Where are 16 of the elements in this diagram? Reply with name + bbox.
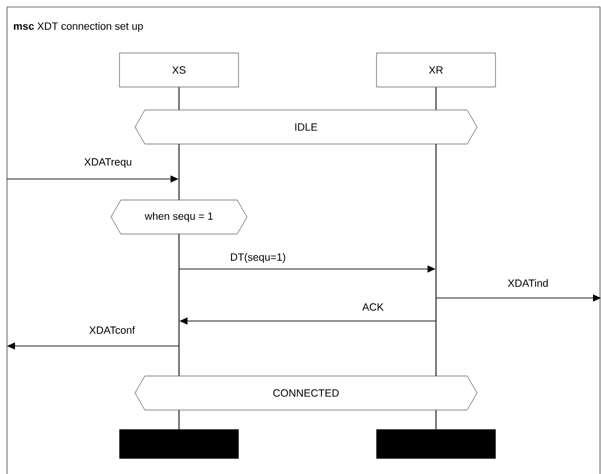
message-label: ACK: [362, 303, 384, 311]
instance-end-bar: [376, 429, 496, 459]
message-label: XDATconf: [89, 326, 135, 334]
instance-box: XS: [119, 52, 239, 88]
lifeline: [178, 410, 180, 430]
condition-hexagon: when sequ = 1: [110, 200, 248, 234]
message-label: XDATrequ: [84, 158, 132, 168]
diagram-title: msc XDT connection set up: [14, 22, 143, 32]
message-label: DT(sequ=1): [231, 253, 286, 263]
lifeline: [178, 86, 180, 110]
instance-box: XR: [376, 52, 496, 88]
message-label: XDATind: [508, 279, 548, 287]
lifeline: [178, 144, 180, 200]
instance-end-bar: [119, 429, 239, 459]
condition-hexagon: CONNECTED: [134, 376, 478, 410]
condition-hexagon: IDLE: [134, 110, 478, 144]
